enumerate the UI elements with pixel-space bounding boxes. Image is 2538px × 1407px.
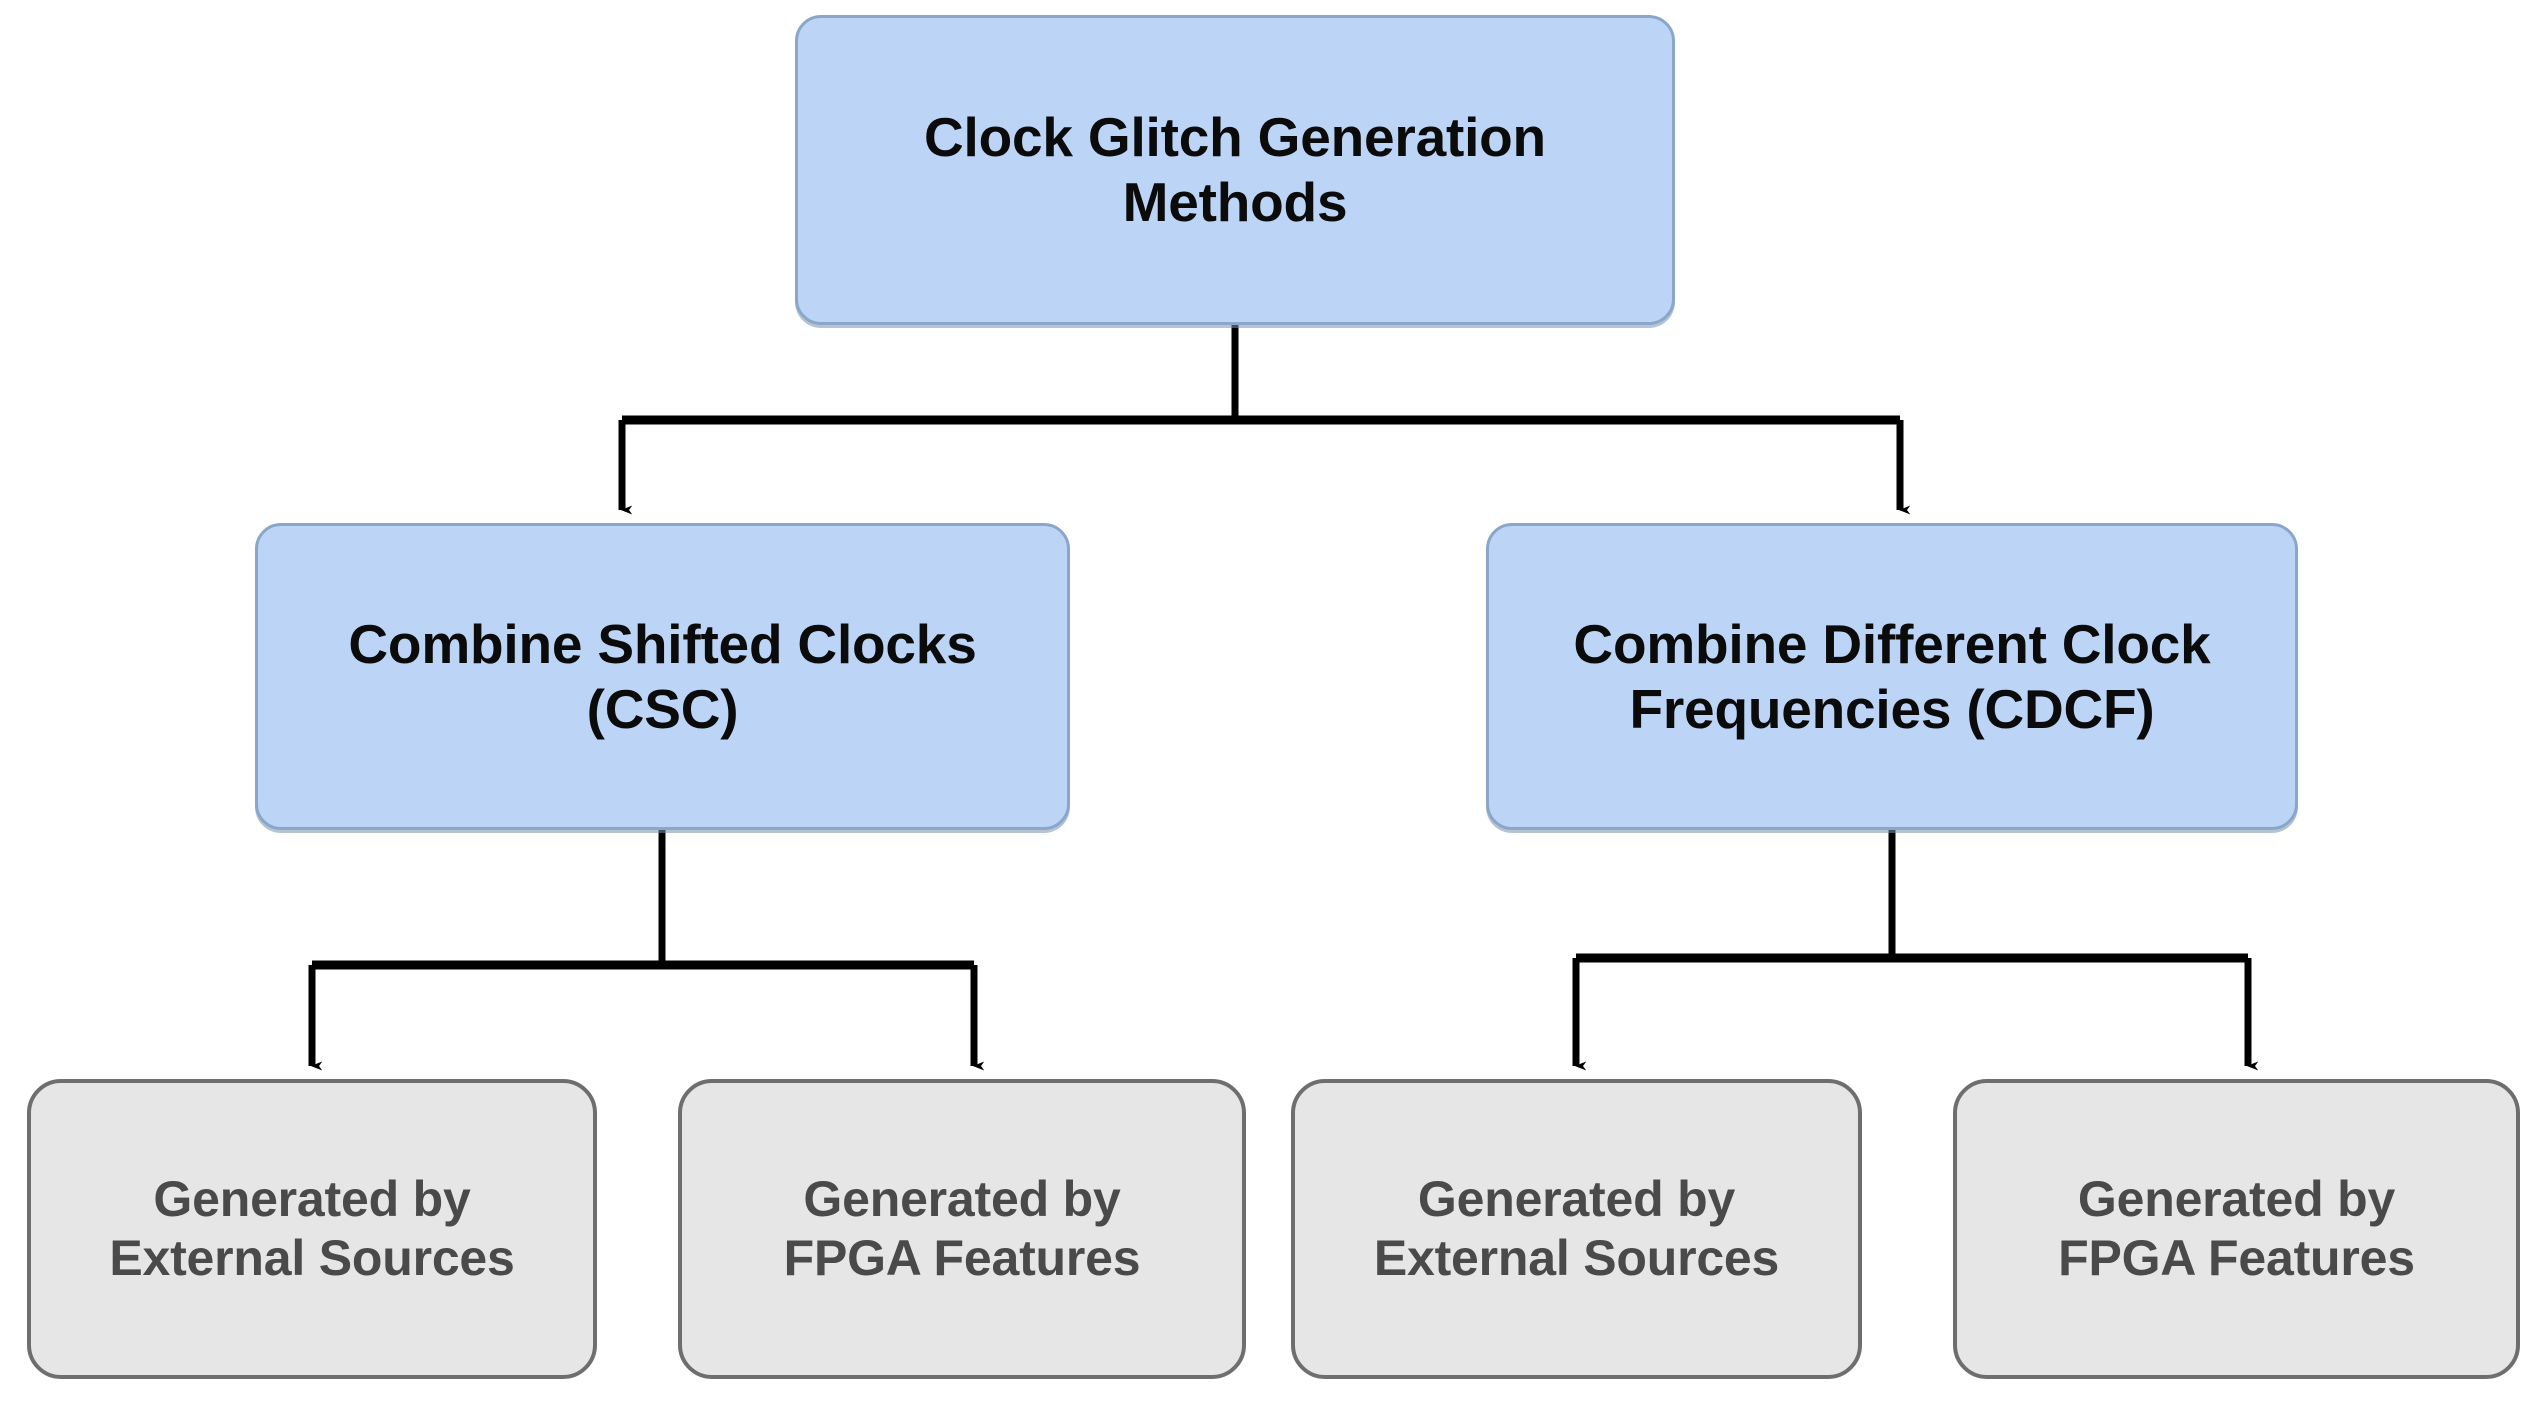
node-root-label: Clock Glitch Generation Methods	[924, 106, 1546, 233]
node-csc-generated-by-external-sources[interactable]: Generated by External Sources	[27, 1079, 597, 1379]
node-cdcf-generated-by-fpga-features[interactable]: Generated by FPGA Features	[1953, 1079, 2520, 1379]
node-cdcf-label: Combine Different Clock Frequencies (CDC…	[1573, 612, 2211, 740]
node-leaf-2-label: Generated by External Sources	[1373, 1171, 1780, 1286]
node-leaf-3-label: Generated by FPGA Features	[2058, 1171, 2415, 1286]
node-csc-generated-by-fpga-features[interactable]: Generated by FPGA Features	[678, 1079, 1246, 1379]
node-csc-label: Combine Shifted Clocks (CSC)	[348, 612, 977, 740]
edge-cdcf-to-leaves	[1572, 830, 2259, 1071]
node-leaf-1-label: Generated by FPGA Features	[783, 1171, 1141, 1286]
node-combine-different-clock-frequencies[interactable]: Combine Different Clock Frequencies (CDC…	[1486, 523, 2298, 830]
edge-root-to-branches	[618, 325, 1911, 515]
node-combine-shifted-clocks[interactable]: Combine Shifted Clocks (CSC)	[255, 523, 1070, 830]
node-cdcf-generated-by-external-sources[interactable]: Generated by External Sources	[1291, 1079, 1862, 1379]
node-clock-glitch-generation-methods[interactable]: Clock Glitch Generation Methods	[795, 15, 1675, 325]
edge-csc-to-leaves	[308, 830, 985, 1071]
node-leaf-0-label: Generated by External Sources	[109, 1171, 515, 1286]
